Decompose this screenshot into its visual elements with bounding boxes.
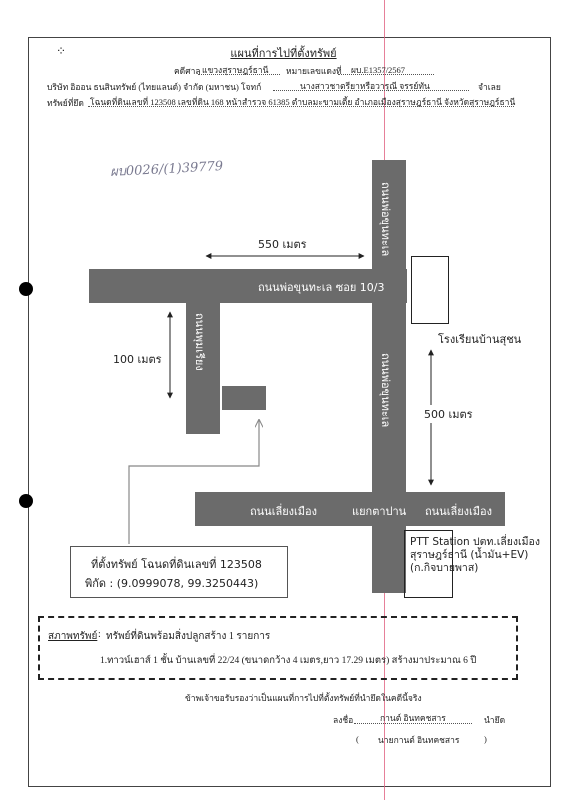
- case-value: ผบ.E1357/2567: [351, 65, 406, 75]
- ptt-label-line3: (ก.กิจบายพาส): [410, 562, 479, 574]
- property-info-line1: ที่ตั้งทรัพย์ โฉนดที่ดินเลขที่ 123508: [91, 558, 262, 571]
- paren-close: ): [484, 734, 487, 744]
- road-left-vertical: [186, 303, 220, 434]
- paren-open: (: [356, 734, 359, 744]
- school-label: โรงเรียนบ้านสุชน: [438, 333, 522, 346]
- distance-label-100: 100 เมตร: [113, 350, 162, 368]
- road-label-soi: ถนนพ่อขุนทะเล ซอย 10/3: [258, 281, 385, 294]
- condition-label: สภาพทรัพย์: [48, 631, 98, 642]
- school-building: [411, 256, 449, 324]
- condition-text2: 1.ทาวน์เฮาส์ 1 ชั้น บ้านเลขที่ 22/24 (ขน…: [100, 656, 477, 666]
- certify-text: ข้าพเจ้าขอรับรองว่าเป็นแผนที่การไปที่ตั้…: [185, 693, 422, 703]
- road-lower-vertical: [372, 303, 406, 593]
- road-label-bypass-right: ถนนเลี่ยงเมือง: [425, 505, 493, 518]
- property-label: ทรัพย์ที่ยึด: [47, 98, 84, 108]
- road-bypass: [195, 492, 505, 526]
- property-info-box: ที่ตั้งทรัพย์ โฉนดที่ดินเลขที่ 123508 พิ…: [70, 546, 288, 598]
- scribble-mark: ⁘: [56, 44, 67, 58]
- distance-label-550: 550 เมตร: [258, 235, 307, 253]
- punch-hole-top: [19, 282, 33, 296]
- road-label-bypass-left: ถนนเลี่ยงเมือง: [250, 505, 318, 518]
- condition-box: สภาพทรัพย์ : ทรัพย์ที่ดินพร้อมสิ่งปลูกสร…: [38, 616, 518, 680]
- court-label: คดีศาล: [174, 66, 201, 76]
- defendant-name: นางสาวชาตรียาหรือวารุณี จรรย์ทัน: [300, 81, 430, 91]
- distance-label-500: 500 เมตร: [424, 405, 473, 423]
- sign-label: ลงชื่อ: [333, 715, 354, 725]
- ptt-station-building: [404, 530, 453, 598]
- punch-hole-bottom: [19, 494, 33, 508]
- road-soi: [89, 269, 407, 303]
- page-border: [28, 37, 551, 787]
- ptt-station-label: PTT Station ปตท.เลี่ยงเมือง สุราษฎร์ธานี…: [410, 536, 540, 575]
- property-leader-line: [128, 420, 259, 544]
- ptt-label-line2: สุราษฎร์ธานี (น้ำมัน+EV): [410, 549, 529, 561]
- defendant-suffix: จำเลย: [478, 82, 501, 92]
- condition-colon: :: [98, 629, 101, 640]
- signer-role: นำยึด: [484, 715, 506, 725]
- plaintiff-line: บริษัท อิออน ธนสินทรัพย์ (ไทยแลนด์) จำกั…: [47, 82, 262, 92]
- ptt-label-line1: PTT Station ปตท.เลี่ยงเมือง: [410, 536, 540, 548]
- road-label-intersection: แยกตาปาน: [352, 505, 407, 518]
- page-title: แผนที่การไปที่ตั้งทรัพย์: [230, 48, 337, 60]
- court-value: แขวงสุราษฎร์ธานี: [202, 65, 269, 75]
- printed-name: นายกานต์ อินทคชสาร: [378, 735, 460, 745]
- property-value: โฉนดที่ดินเลขที่ 123508 เลขที่ดิน 168 หน…: [90, 97, 516, 107]
- property-info-line2: พิกัด : (9.0999078, 99.3250443): [85, 577, 259, 590]
- property-marker: [222, 386, 266, 410]
- condition-text1: ทรัพย์ที่ดินพร้อมสิ่งปลูกสร้าง 1 รายการ: [106, 631, 271, 642]
- case-label: หมายเลขแดงที่: [286, 66, 342, 76]
- signature-name: กานต์ อินทคชสาร: [380, 713, 446, 723]
